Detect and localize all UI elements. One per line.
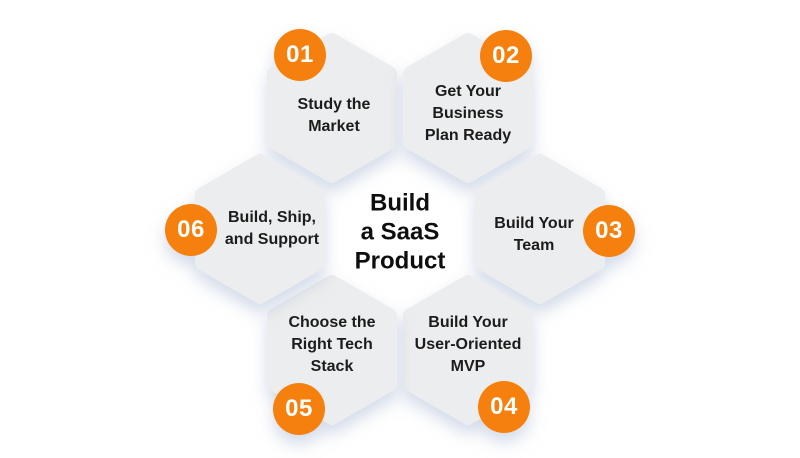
step-6-label: Build, Ship, and Support xyxy=(224,209,320,248)
step-4-number-badge: 04 xyxy=(478,381,530,433)
hex-step-5-tech-stack: Choose the Right Tech Stack 05 xyxy=(267,275,397,435)
hexagon-shape xyxy=(475,154,605,304)
diagram-title: Build a SaaS Product xyxy=(354,189,446,275)
hex-step-6-build-ship-support: Build, Ship, and Support 06 xyxy=(165,154,325,304)
step-4-label: Build Your User-Oriented MVP xyxy=(414,314,522,375)
step-3-number-badge: 03 xyxy=(583,205,635,257)
step-5-label: Choose the Right Tech Stack xyxy=(288,314,376,375)
step-6-number-badge: 06 xyxy=(165,204,217,256)
step-3-label: Build Your Team xyxy=(494,215,574,254)
step-5-number-badge: 05 xyxy=(273,383,325,435)
hexagon-shape xyxy=(195,154,325,304)
step-2-number-badge: 02 xyxy=(480,30,532,82)
step-1-number-badge: 01 xyxy=(274,29,326,81)
hex-step-3-build-team: Build Your Team 03 xyxy=(475,154,635,304)
hex-step-2-business-plan: Get Your Business Plan Ready 02 xyxy=(403,30,533,183)
step-1-label: Study the Market xyxy=(297,96,371,135)
hex-step-1-study-market: Study the Market 01 xyxy=(267,29,397,183)
step-2-label: Get Your Business Plan Ready xyxy=(424,83,512,144)
hex-step-4-user-mvp: Build Your User-Oriented MVP 04 xyxy=(403,275,533,433)
